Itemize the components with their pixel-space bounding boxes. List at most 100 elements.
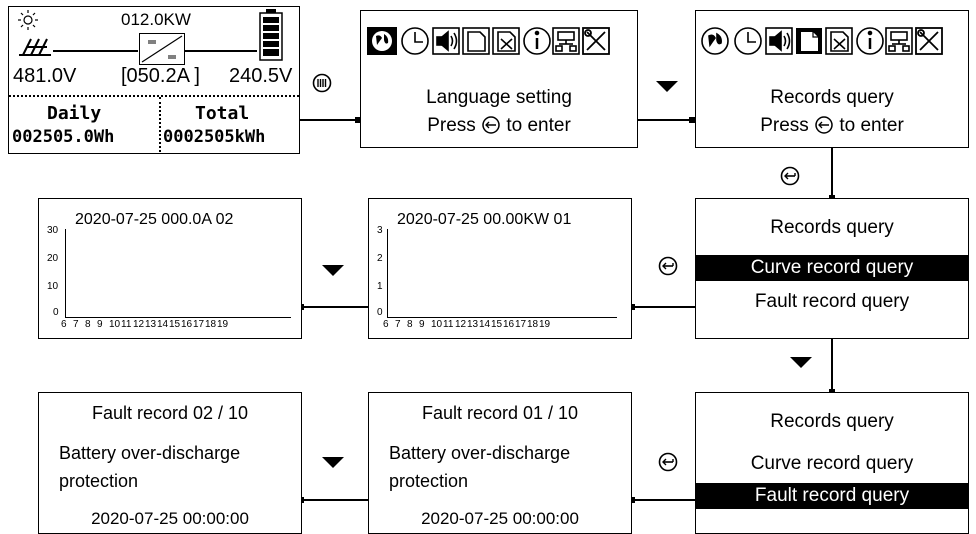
icon-bar: [700, 25, 968, 62]
x-tick: 15: [491, 319, 503, 330]
document-icon: [462, 27, 490, 55]
menu-hint: Press to enter: [760, 115, 904, 136]
daily-label: Daily: [47, 103, 102, 124]
records-title: Records query: [770, 411, 894, 432]
network-icon: [552, 27, 580, 55]
fault-message-line1: Battery over-discharge: [59, 443, 241, 463]
x-tick: 10: [109, 319, 121, 330]
x-tick: 18: [205, 319, 217, 330]
y-tick: 0: [377, 307, 383, 318]
x-tick: 11: [121, 319, 132, 330]
down-arrow-icon: [322, 264, 344, 276]
pv-panel-icon: [17, 35, 53, 62]
curve-header: 2020-07-25 00.00KW 01: [397, 211, 572, 228]
clock-icon: [734, 27, 762, 55]
menu-item-curve-record: Curve record query: [750, 453, 914, 474]
down-arrow-icon: [322, 456, 344, 468]
chart-icon: [825, 27, 853, 55]
fault-time: 2020-07-25 00:00:00: [91, 509, 249, 528]
document-icon: [796, 28, 822, 54]
x-tick: 9: [419, 319, 425, 330]
fault-title: Fault record 01 / 10: [421, 403, 579, 423]
fault-message-line2: protection: [59, 471, 139, 491]
speaker-icon: [765, 27, 793, 55]
x-tick-row: 6 7 8 9 10 11 12 13 14 15 16 17 18 19: [383, 319, 551, 330]
x-tick: 7: [73, 319, 79, 330]
power-flow-line: [185, 50, 257, 52]
screen-curve-kw: 2020-07-25 00.00KW 01 3 2 1 0 6 7 8 9 10…: [368, 198, 632, 339]
y-axis: [387, 229, 388, 317]
sun-icon: [17, 9, 39, 36]
menu-title: Records query: [770, 87, 894, 108]
records-title: Records query: [770, 217, 894, 238]
fault-message-line2: protection: [389, 471, 469, 491]
screen-fault-record-01: Fault record 01 / 10 Battery over-discha…: [368, 392, 632, 534]
x-tick: 6: [383, 319, 389, 330]
x-tick: 8: [407, 319, 413, 330]
x-axis: [65, 317, 291, 318]
clock-icon: [401, 27, 429, 55]
enter-button-icon: [658, 256, 678, 276]
x-tick: 18: [527, 319, 539, 330]
total-value: 0002505kWh: [163, 127, 266, 147]
curve-header: 2020-07-25 000.0A 02: [75, 211, 234, 228]
y-tick: 10: [47, 281, 59, 292]
fault-message-line1: Battery over-discharge: [389, 443, 571, 463]
total-label: Total: [195, 103, 250, 124]
icon-bar: [367, 25, 635, 62]
x-tick: 19: [539, 319, 551, 330]
y-tick: 3: [377, 225, 383, 236]
info-icon: [856, 27, 884, 55]
down-arrow-icon: [790, 356, 812, 368]
battery-icon: [259, 9, 283, 61]
speaker-icon: [432, 27, 460, 55]
globe-icon: [701, 27, 729, 55]
x-tick: 12: [455, 319, 467, 330]
x-tick: 16: [503, 319, 515, 330]
x-tick: 12: [133, 319, 145, 330]
tools-icon: [915, 27, 943, 55]
power-readout: 012.0KW: [121, 10, 191, 29]
vertical-separator: [159, 97, 161, 152]
globe-icon: [367, 27, 397, 55]
menu-item-fault-record: Fault record query: [754, 291, 910, 312]
tools-icon: [582, 27, 610, 55]
x-tick: 10: [431, 319, 443, 330]
menu-hint: Press to enter: [427, 115, 571, 136]
enter-button-icon: [815, 116, 833, 134]
pv-voltage: 481.0V: [13, 65, 77, 87]
fault-title: Fault record 02 / 10: [91, 403, 249, 423]
y-axis: [65, 229, 66, 317]
screen-menu-language: Language setting Press to enter: [360, 10, 638, 148]
x-tick: 15: [169, 319, 181, 330]
x-axis: [387, 317, 617, 318]
enter-button-icon: [658, 452, 678, 472]
info-icon: [523, 27, 551, 55]
network-icon: [885, 27, 913, 55]
screen-menu-records: Records query Press to enter: [695, 10, 969, 148]
x-tick: 11: [443, 319, 454, 330]
x-tick-row: 6 7 8 9 10 11 12 13 14 15 16 17 18 19: [61, 319, 229, 330]
x-tick: 8: [85, 319, 91, 330]
x-tick: 13: [145, 319, 157, 330]
down-arrow-icon: [656, 80, 678, 92]
screen-home: 012.0KW 481.0V [050.2A ] 240.5V Daily To…: [8, 6, 300, 154]
daily-value: 002505.0Wh: [12, 127, 115, 147]
inverter-icon: [139, 33, 185, 65]
menu-item-fault-record: Fault record query: [696, 483, 968, 509]
enter-button-icon: [482, 116, 500, 134]
x-tick: 6: [61, 319, 67, 330]
x-tick: 7: [395, 319, 401, 330]
menu-item-curve-record: Curve record query: [696, 255, 968, 281]
y-tick: 20: [47, 253, 59, 264]
screen-curve-a: 2020-07-25 000.0A 02 30 20 10 0 6 7 8 9 …: [38, 198, 302, 339]
y-tick: 2: [377, 253, 383, 264]
x-tick: 9: [97, 319, 103, 330]
x-tick: 14: [479, 319, 491, 330]
battery-voltage: 240.5V: [229, 65, 293, 87]
screen-records-fault-selected: Records query Curve record query Fault r…: [695, 392, 969, 534]
current-readout: [050.2A ]: [121, 65, 200, 87]
y-tick: 30: [47, 225, 59, 236]
enter-button-icon: [780, 166, 800, 186]
fault-time: 2020-07-25 00:00:00: [421, 509, 579, 528]
